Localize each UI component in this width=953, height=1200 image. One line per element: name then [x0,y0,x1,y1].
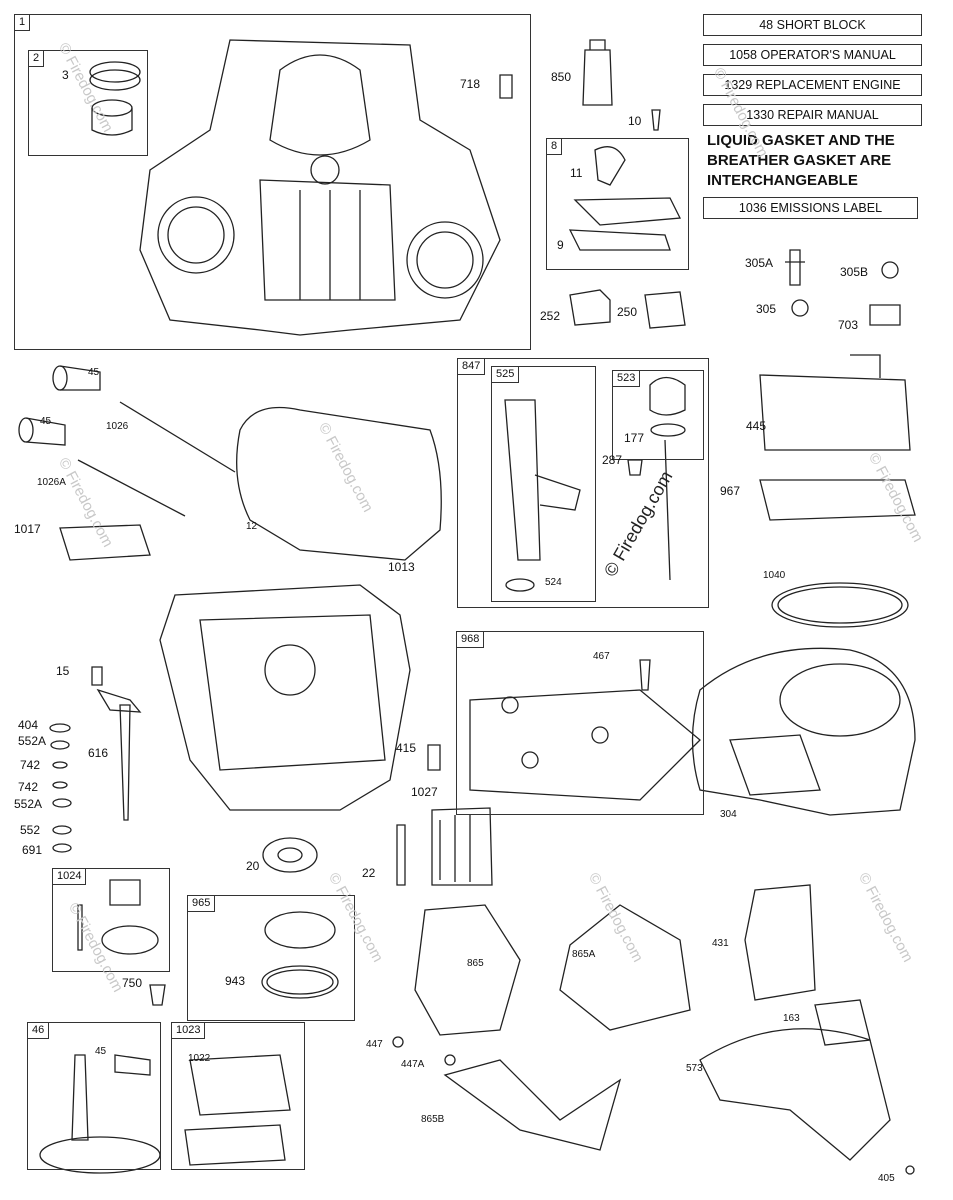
label-1026a: 1026A [37,477,66,488]
crankcase-gasket-drawing [236,406,442,561]
label-967: 967 [720,484,741,498]
note-gasket-line-1: LIQUID GASKET AND THE [707,132,895,149]
label-573: 573 [686,1063,703,1074]
box-1024: 1024 [52,868,170,972]
box-847-tag: 847 [457,358,486,375]
label-1026: 1026 [106,421,129,432]
blower-base-drawing [699,1028,891,1161]
label-11: 11 [570,166,583,180]
label-177: 177 [624,431,645,445]
box-965-tag: 965 [187,895,216,912]
shroud-865a-drawing [559,904,691,1031]
label-405: 405 [878,1173,895,1184]
label-524: 524 [545,577,562,588]
box-968: 968 [456,631,704,815]
cylinder-block-drawing [139,39,501,336]
box-968-tag: 968 [456,631,485,648]
label-691: 691 [22,843,43,857]
label-3: 3 [62,68,69,82]
box-46-tag: 46 [27,1022,50,1039]
label-865a: 865A [572,949,596,960]
label-415: 415 [396,741,417,755]
note-replacement-engine: 1329 REPLACEMENT ENGINE [703,74,922,96]
note-gasket-line-2: BREATHER GASKET ARE [707,152,892,169]
label-15: 15 [56,664,70,678]
label-750: 750 [122,976,143,990]
note-operators-manual: 1058 OPERATOR'S MANUAL [703,44,922,66]
box-1: 1 [14,14,531,350]
box-8-tag: 8 [546,138,563,155]
camshaft-pins-drawing [18,365,236,517]
note-emissions-label: 1036 EMISSIONS LABEL [703,197,918,219]
label-865b: 865B [421,1114,445,1125]
label-45-a: 45 [88,367,100,378]
label-447a: 447A [401,1059,425,1070]
label-742-a: 742 [20,758,41,772]
label-552a-2: 552A [14,797,43,811]
label-431: 431 [712,938,729,949]
label-1013: 1013 [388,560,415,574]
label-20: 20 [246,859,260,873]
label-12: 12 [246,521,258,532]
label-305a: 305A [745,256,774,270]
box-1023-tag: 1023 [171,1022,206,1039]
valve-cover-drawing [469,689,701,801]
box-525-tag: 525 [491,366,520,383]
note-repair-manual: 1330 REPAIR MANUAL [703,104,922,126]
label-10: 10 [628,114,642,128]
box-523-tag: 523 [612,370,641,387]
label-703: 703 [838,318,859,332]
box-847: 847 [457,358,709,608]
label-250: 250 [617,305,638,319]
box-1023: 1023 [171,1022,305,1170]
label-304: 304 [720,809,737,820]
box-525: 525 [491,366,596,602]
label-616: 616 [88,746,109,760]
label-865: 865 [467,958,484,969]
label-718: 718 [460,77,481,91]
label-252: 252 [540,309,561,323]
label-1040: 1040 [763,570,786,581]
label-163: 163 [783,1013,800,1024]
shroud-865-drawing [414,904,521,1036]
box-2: 2 [28,50,148,156]
box-1024-tag: 1024 [52,868,87,885]
box-1-tag: 1 [14,14,31,31]
crankcase-cover-drawing [159,584,411,811]
label-22: 22 [362,866,376,880]
air-filter-drawing [759,374,911,451]
box-523: 523 [612,370,704,460]
blower-housing-drawing [691,647,916,816]
label-9: 9 [557,238,564,252]
label-305b: 305B [840,265,869,279]
liquid-gasket-tube [582,39,613,106]
label-1027: 1027 [411,785,438,799]
bushing-718 [499,74,513,99]
label-552a-1: 552A [18,734,47,748]
note-gasket-line-3: INTERCHANGEABLE [707,172,858,189]
box-965: 965 [187,895,355,1021]
label-45-c: 45 [95,1046,107,1057]
box-8: 8 [546,138,689,270]
label-404: 404 [18,718,39,732]
label-445: 445 [746,419,767,433]
label-943: 943 [225,974,246,988]
label-467: 467 [593,651,610,662]
label-287: 287 [602,453,623,467]
seal-bushing-drawing [89,61,141,136]
label-447: 447 [366,1039,383,1050]
label-45-b: 45 [40,416,52,427]
oil-filter-drawing [431,807,493,886]
box-46: 46 [27,1022,161,1170]
box-2-tag: 2 [28,50,45,67]
label-1017: 1017 [14,522,41,536]
label-742-b: 742 [18,780,39,794]
label-850: 850 [551,70,572,84]
label-1022: 1022 [188,1053,211,1064]
note-short-block: 48 SHORT BLOCK [703,14,922,36]
label-305: 305 [756,302,777,316]
label-552: 552 [20,823,41,837]
